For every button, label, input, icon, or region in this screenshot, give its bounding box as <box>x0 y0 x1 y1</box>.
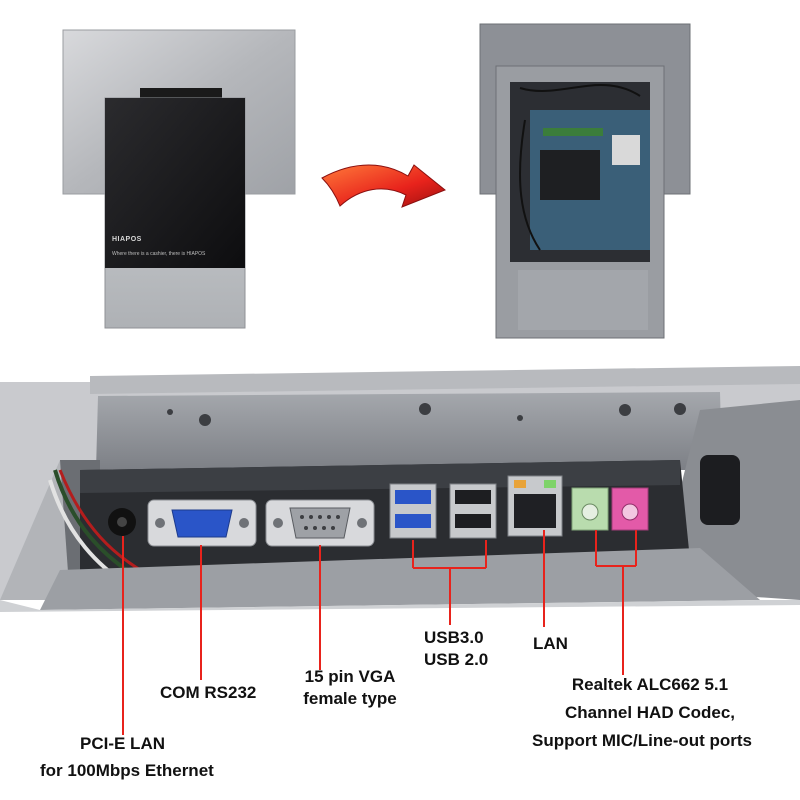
label-vga-line1: 15 pin VGA <box>304 667 396 686</box>
label-usb3: USB3.0 <box>424 628 484 647</box>
audio-line-out-jack <box>581 503 599 521</box>
brand-logo: HIAPOS <box>112 236 142 243</box>
lan-port <box>514 494 556 528</box>
terminal-closed <box>62 29 296 329</box>
label-usb2: USB 2.0 <box>424 650 489 669</box>
usb3-port-top <box>395 490 431 504</box>
io-panel-photo <box>0 366 800 735</box>
label-audio-line3: Support MIC/Line-out ports <box>531 731 753 750</box>
label-audio-line2: Channel HAD Codec, <box>564 703 736 722</box>
arrow-right-icon <box>321 164 446 208</box>
usb2-port-bottom <box>455 514 491 528</box>
vga-port <box>171 509 233 538</box>
com-port <box>289 507 351 539</box>
label-lan: LAN <box>533 634 568 653</box>
usb2-port-top <box>455 490 491 504</box>
label-vga-line2: female type <box>303 689 397 708</box>
audio-mic-jack <box>621 503 639 521</box>
label-com-rs232: COM RS232 <box>160 683 257 702</box>
label-audio-line1: Realtek ALC662 5.1 <box>571 675 729 694</box>
callout-lines <box>122 530 637 735</box>
usb3-port-bottom <box>395 514 431 528</box>
label-pcie-lan-line1: PCI-E LAN <box>80 734 165 753</box>
brand-tagline: Where there is a cashier, there is HIAPO… <box>112 251 206 257</box>
label-pcie-lan-line2: for 100Mbps Ethernet <box>40 761 214 780</box>
terminal-open <box>479 23 691 339</box>
